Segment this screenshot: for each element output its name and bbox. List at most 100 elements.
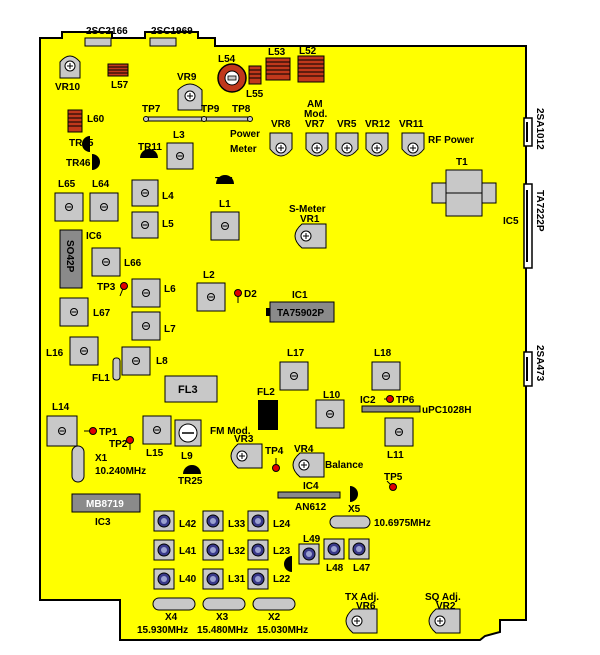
label-ic4-part: AN612 [295,502,327,513]
label-tr11: TR11 [138,142,162,153]
label-tr46: TR46 [66,158,91,169]
label-ic3: IC3 [95,517,111,528]
transistor-tr1 [216,175,234,184]
label-x2: X2 [268,612,281,623]
transistor-2sc2166 [84,37,112,47]
vr2-potentiometer [428,608,461,634]
label-l9: L9 [181,451,193,462]
board-outline [39,31,527,641]
big-vr-group [230,223,461,634]
label-power-meter-2: Meter [230,144,257,155]
label-l4: L4 [162,191,174,202]
label-l53: L53 [268,47,286,58]
label-l11: L11 [387,450,404,461]
coil-l57 [107,63,129,77]
label-ic1: IC1 [292,290,308,301]
label-vr10: VR10 [55,82,80,93]
label-vr5: VR5 [337,119,357,130]
label-l66: L66 [124,258,142,269]
label-ic2: IC2 [360,395,376,406]
label-ic6: IC6 [86,231,102,242]
label-balance: Balance [325,460,364,471]
label-tp8: TP8 [232,104,251,115]
shielded-coil-l31 [202,568,224,590]
label-ic4: IC4 [303,481,319,492]
vr9-trimmer [177,83,203,111]
label-tp7: TP7 [142,104,161,115]
ic6-chip [59,229,83,289]
vr8-trimmer [269,132,293,157]
vr4-potentiometer [292,452,325,478]
label-x2-freq: 15.030MHz [257,625,308,636]
label-l16: L16 [46,348,64,359]
test-point-group [84,282,397,491]
transistor-tr46 [92,154,100,170]
label-x4-freq: 15.930MHz [137,625,188,636]
shielded-coil-l41 [153,539,175,561]
tp-jumper-bar [143,116,253,122]
coil-l53 [265,57,291,81]
toroid-l54 [217,63,247,93]
transistor-tr45 [82,136,90,152]
label-l7: L7 [164,324,176,335]
transformer-t1 [431,169,497,217]
label-l64: L64 [92,179,110,190]
coil-l55 [248,65,262,85]
coil-l4 [131,179,159,207]
transistor-tr25 [183,465,201,474]
label-l31: L31 [228,574,246,585]
label-ic5-part: TA7222P [534,190,545,232]
label-l8: L8 [156,356,168,367]
transistor-tr11 [140,149,158,158]
label-tp5: TP5 [384,472,403,483]
shielded-coil-l33 [202,510,224,532]
label-l5: L5 [162,219,174,230]
coil-l7 [131,311,161,341]
filter-fl1 [112,357,121,381]
shielded-coil-l47 [348,538,370,560]
label-tr25: TR25 [178,476,203,487]
test-point-tp1 [84,427,97,435]
ic3-chip [71,493,141,513]
shielded-coil-group [153,510,370,590]
label-fm-mod: FM Mod. [210,426,251,437]
shielded-coil-l22 [247,568,269,590]
label-l52: L52 [299,46,317,57]
coil-l5 [131,211,159,239]
label-q1: 2SC2166 [86,26,128,37]
crystal-x2 [252,597,296,611]
label-power-meter-1: Power [230,129,260,140]
label-tp4: TP4 [265,446,284,457]
label-l15: L15 [146,448,164,459]
coil-l10 [315,399,345,429]
vr6-potentiometer [345,608,378,634]
label-t1: T1 [456,157,468,168]
label-l42: L42 [179,519,197,530]
label-fl1: FL1 [92,373,110,384]
label-l55: L55 [246,89,264,100]
label-l10: L10 [323,390,341,401]
label-x5-freq: 10.6975MHz [374,518,431,529]
label-group: 2SC2166 2SC1969 VR10 L57 VR9 L54 L55 L53… [46,26,545,636]
label-rf-power: RF Power [428,135,474,146]
label-tx-adj: TX Adj. [345,592,379,603]
label-tr1: TR1 [215,176,234,187]
crystal-x4 [152,597,196,611]
label-l18: L18 [374,348,392,359]
label-tp2: TP2 [109,439,128,450]
test-point-tp6 [384,395,394,403]
label-x3: X3 [216,612,229,623]
coil-l60 [67,109,83,133]
label-x3-freq: 15.480MHz [197,625,248,636]
label-tp6: TP6 [396,395,415,406]
label-l67: L67 [93,308,111,319]
label-l41: L41 [179,546,197,557]
label-vr9: VR9 [177,72,197,83]
label-tp9: TP9 [201,104,220,115]
coil-l1 [210,211,240,241]
label-l24: L24 [273,519,291,530]
test-point-d2 [234,289,242,303]
label-fl3: FL3 [178,384,198,396]
vr12-trimmer [365,132,389,157]
